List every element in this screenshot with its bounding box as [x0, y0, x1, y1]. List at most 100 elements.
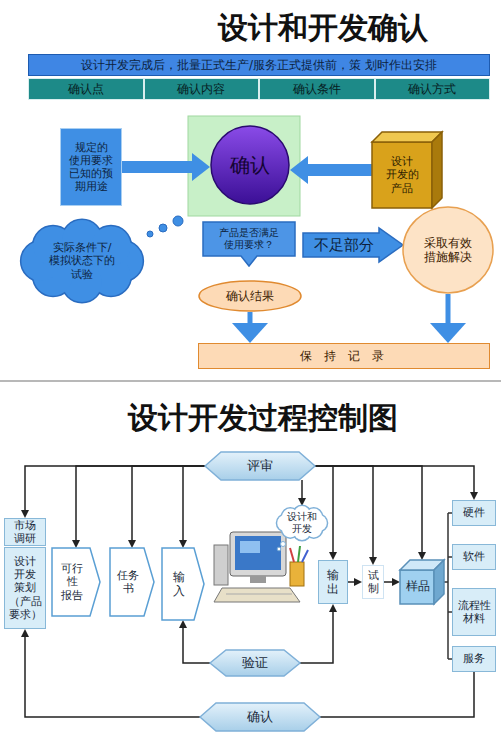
arrow-head — [179, 540, 187, 548]
connector — [348, 578, 362, 586]
monitor-body — [230, 532, 286, 576]
arrow-head — [232, 323, 268, 343]
connector — [290, 156, 372, 184]
shape-outline — [203, 222, 295, 266]
connector — [315, 466, 426, 560]
arrow-head — [392, 578, 400, 586]
result-oval: 确认结果 — [198, 280, 302, 312]
node-text: 软件 — [455, 550, 493, 563]
keyboard — [214, 588, 300, 602]
table-cell: 确认方式 — [375, 78, 491, 100]
arrow-head — [72, 540, 80, 548]
output-box: 输出 — [318, 560, 348, 604]
arrow-head — [128, 540, 136, 548]
computer-illustration — [214, 532, 308, 602]
connector — [21, 629, 200, 717]
shape-outline — [52, 548, 100, 616]
node-text: 服务 — [455, 652, 493, 665]
question-callout: 产品是否满足 使用要求？ — [203, 222, 295, 266]
connector-line — [183, 466, 205, 542]
connector-line — [315, 466, 422, 554]
diagram-title: 设计和开发确认 — [218, 8, 428, 49]
thought-bubble — [147, 231, 153, 237]
shape-outline — [403, 207, 493, 293]
connector — [320, 672, 474, 717]
research-box: 市场 调研 — [4, 518, 46, 546]
planning-box: 设计 开发 策划 （产品 要求） — [4, 547, 46, 629]
input-chevron: 输入 — [162, 548, 204, 620]
connector — [128, 466, 205, 548]
callout-bubble — [281, 542, 286, 547]
thought-bubble — [159, 224, 167, 232]
node-text: 确认条件 — [293, 82, 341, 96]
category-box: 流程性 材料 — [452, 588, 496, 636]
connector — [384, 578, 400, 586]
feasibility-chevron: 可行 性 报告 — [52, 548, 100, 616]
node-text: 市场 调研 — [8, 519, 42, 545]
connector-line — [320, 672, 474, 717]
node-text: 确认方式 — [408, 82, 456, 96]
shape-outline — [303, 228, 403, 262]
computer-tower — [214, 545, 228, 585]
table-cell: 确认内容 — [144, 78, 260, 100]
callout-bubble — [277, 547, 281, 551]
screen-window — [240, 541, 260, 553]
connector — [72, 466, 205, 548]
shape-outline — [162, 548, 204, 620]
node-text: 确认点 — [68, 82, 104, 96]
test-cloud: 实际条件下/ 模拟状态下的 试验 — [18, 220, 146, 302]
node-text: 输入 — [172, 570, 186, 599]
arrow-head — [430, 323, 466, 343]
pencil-cup — [290, 562, 304, 586]
node-text: 试制 — [367, 569, 379, 595]
shape-outline — [434, 560, 444, 604]
arrow-head — [418, 552, 426, 560]
connector — [315, 466, 478, 500]
connector — [179, 466, 205, 548]
node-text: 保 持 记 录 — [300, 349, 387, 363]
shape-outline — [372, 132, 442, 142]
connector-line — [446, 294, 451, 327]
connector — [122, 153, 210, 181]
arrow-head — [369, 557, 377, 565]
arrow-head — [329, 552, 337, 560]
bracket-line — [447, 513, 449, 659]
shape-outline — [199, 281, 301, 311]
arrow-head — [179, 620, 187, 628]
node-text: 确认结果 — [226, 289, 274, 303]
node-text: 流程性 材料 — [455, 599, 493, 625]
category-box: 硬件 — [452, 500, 496, 526]
arrow-head — [329, 604, 337, 612]
pencil — [302, 550, 308, 562]
connector-line — [25, 635, 200, 717]
shape-outline — [200, 703, 320, 731]
pencil — [298, 546, 300, 562]
connector — [298, 480, 306, 506]
usage-box: 规定的 使用要求 已知的预 期用途 — [60, 128, 122, 206]
shape-outline — [110, 548, 154, 616]
verify-diamond: 验证 — [210, 650, 300, 676]
connector-line — [183, 626, 210, 663]
shape-outline — [210, 650, 300, 676]
confirm-circle: 确认 — [210, 125, 290, 205]
node-text: 设计开发完成后，批量正式生产/服务正式提供前，策 划时作出安排 — [81, 58, 437, 72]
node-text: 可行 性 报告 — [57, 562, 87, 602]
node-text: 产品是否满足 使用要求？ — [212, 227, 286, 251]
node-text: 设计 开发 策划 （产品 要求） — [6, 555, 44, 621]
node-text: 硬件 — [455, 506, 493, 519]
connector — [232, 312, 268, 343]
panel-divider — [0, 380, 501, 382]
connector-line — [315, 466, 373, 559]
category-box: 服务 — [452, 646, 496, 672]
monitor-screen — [235, 536, 281, 570]
node-text: 确认 — [230, 153, 270, 177]
node-text: 设计 开发的 产品 — [380, 155, 424, 195]
shape-outline — [372, 142, 432, 208]
connector-line — [76, 466, 205, 542]
shape-outline — [205, 452, 315, 480]
header-band: 设计开发完成后，批量正式生产/服务正式提供前，策 划时作出安排 — [28, 54, 490, 76]
arrow-head — [192, 153, 210, 181]
category-box: 软件 — [452, 544, 496, 570]
